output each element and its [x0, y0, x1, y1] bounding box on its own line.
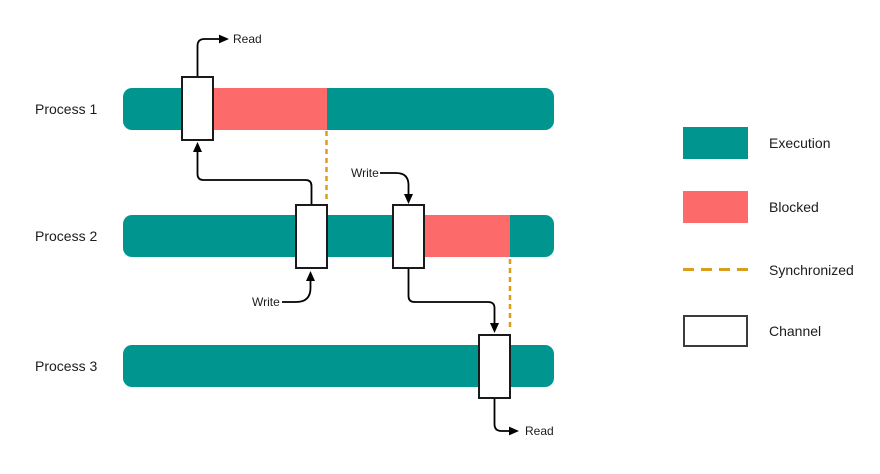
channel-b-to-p3-arrow — [407, 269, 499, 333]
process-2-blocked-segment — [424, 215, 510, 257]
channel-b-to-p3-arrowhead — [490, 323, 499, 333]
legend-item-blocked: Blocked — [683, 190, 819, 223]
p3-read-arrow-line — [493, 399, 509, 432]
channel-box-p2-b — [392, 204, 425, 269]
p2-write-top-arrowhead — [404, 194, 413, 204]
p2-write-top-arrow — [380, 172, 413, 204]
p2-write-bottom-arrowhead — [306, 271, 315, 281]
p3-read-label: Read — [525, 424, 554, 438]
p2-write-top-line — [380, 172, 410, 194]
legend-item-synchronized: Synchronized — [683, 253, 854, 286]
channel-a-to-p1-line — [196, 152, 313, 204]
p1-read-arrow — [196, 34, 229, 76]
legend-label-synchronized: Synchronized — [769, 261, 854, 278]
channel-a-to-p1-arrowhead — [193, 142, 202, 152]
channel-box-p3 — [478, 334, 511, 399]
p1-read-label: Read — [233, 32, 262, 46]
p3-read-arrow — [493, 399, 519, 436]
process-3-label: Process 3 — [35, 358, 98, 374]
p2-write-bottom-line — [282, 281, 312, 303]
process-1-blocked-segment — [214, 88, 327, 130]
process-2-label: Process 2 — [35, 228, 98, 244]
execution-swatch — [683, 126, 748, 159]
channel-b-to-p3-line — [407, 269, 496, 323]
legend-item-channel: Channel — [683, 314, 821, 347]
p2-write-top-label: Write — [351, 166, 379, 180]
process-2-execution-bar — [123, 215, 554, 257]
channel-box-p2-a — [295, 204, 328, 269]
channel-box-p1 — [181, 76, 214, 141]
synchronized-dash-swatch — [683, 268, 748, 271]
channel-swatch — [683, 314, 748, 347]
legend-label-execution: Execution — [769, 134, 831, 151]
blocked-swatch — [683, 190, 748, 223]
legend-label-blocked: Blocked — [769, 198, 819, 215]
p1-read-arrow-line — [196, 38, 219, 76]
p1-read-arrowhead — [219, 34, 229, 44]
channel-a-to-p1-arrow — [193, 142, 313, 204]
process-1-label: Process 1 — [35, 101, 98, 117]
p2-write-bottom-arrow — [282, 271, 315, 303]
legend-label-channel: Channel — [769, 322, 822, 339]
p2-write-bottom-label: Write — [252, 295, 280, 309]
p3-read-arrowhead — [509, 426, 519, 436]
legend-item-execution: Execution — [683, 126, 830, 159]
